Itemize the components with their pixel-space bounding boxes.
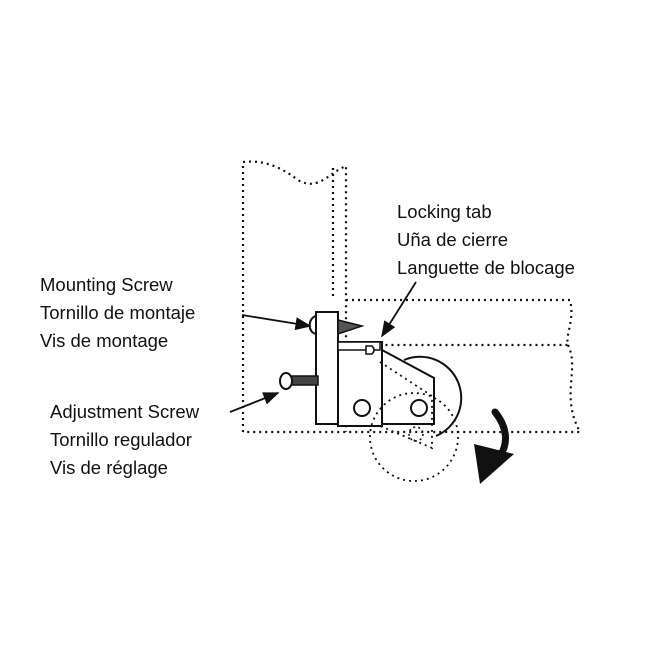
cabinet-bottom-outline — [346, 298, 573, 347]
adjustment-screw-label-es: Tornillo regulador — [50, 429, 192, 450]
adjustment-screw-label-fr: Vis de réglage — [50, 457, 168, 478]
adjustment-screw-head — [279, 372, 293, 390]
locking-tab-label-en: Locking tab — [397, 201, 492, 222]
adjustment-screw-label-en: Adjustment Screw — [50, 401, 200, 422]
rotation-arrow — [491, 408, 509, 460]
locking-tab-label: Locking tab Uña de cierre Languette de b… — [397, 198, 575, 282]
adjustment-screw-leader — [229, 392, 280, 413]
mounting-screw-label-es: Tornillo de montaje — [40, 302, 196, 323]
adjustment-screw-label: Adjustment Screw Tornillo regulador Vis … — [50, 398, 199, 482]
mounting-screw-label-en: Mounting Screw — [40, 274, 173, 295]
locking-tab-hook — [365, 345, 375, 355]
mounting-plate — [315, 311, 339, 425]
roller-arm-hole — [410, 399, 428, 417]
cabinet-front-edge — [243, 344, 582, 434]
mounting-screw-shank — [337, 319, 365, 336]
mounting-screw-leader — [241, 314, 312, 331]
catch-pivot-hole — [353, 399, 371, 417]
rotation-arrow-head — [474, 444, 514, 484]
locking-tab-leader — [381, 281, 417, 338]
locking-tab-label-es: Uña de cierre — [397, 229, 509, 250]
roller-wheel-rotated — [369, 392, 459, 482]
adjustment-screw-shank — [289, 375, 319, 386]
mounting-screw-head — [308, 314, 317, 336]
mounting-screw-label-fr: Vis de montage — [40, 330, 169, 351]
roller-arm-rotated — [379, 361, 433, 450]
locking-tab-label-fr: Languette de blocage — [397, 257, 575, 278]
roller-wheel — [403, 355, 463, 437]
mounting-screw-label: Mounting Screw Tornillo de montaje Vis d… — [40, 271, 195, 355]
roller-pivot-rotated — [408, 426, 424, 442]
